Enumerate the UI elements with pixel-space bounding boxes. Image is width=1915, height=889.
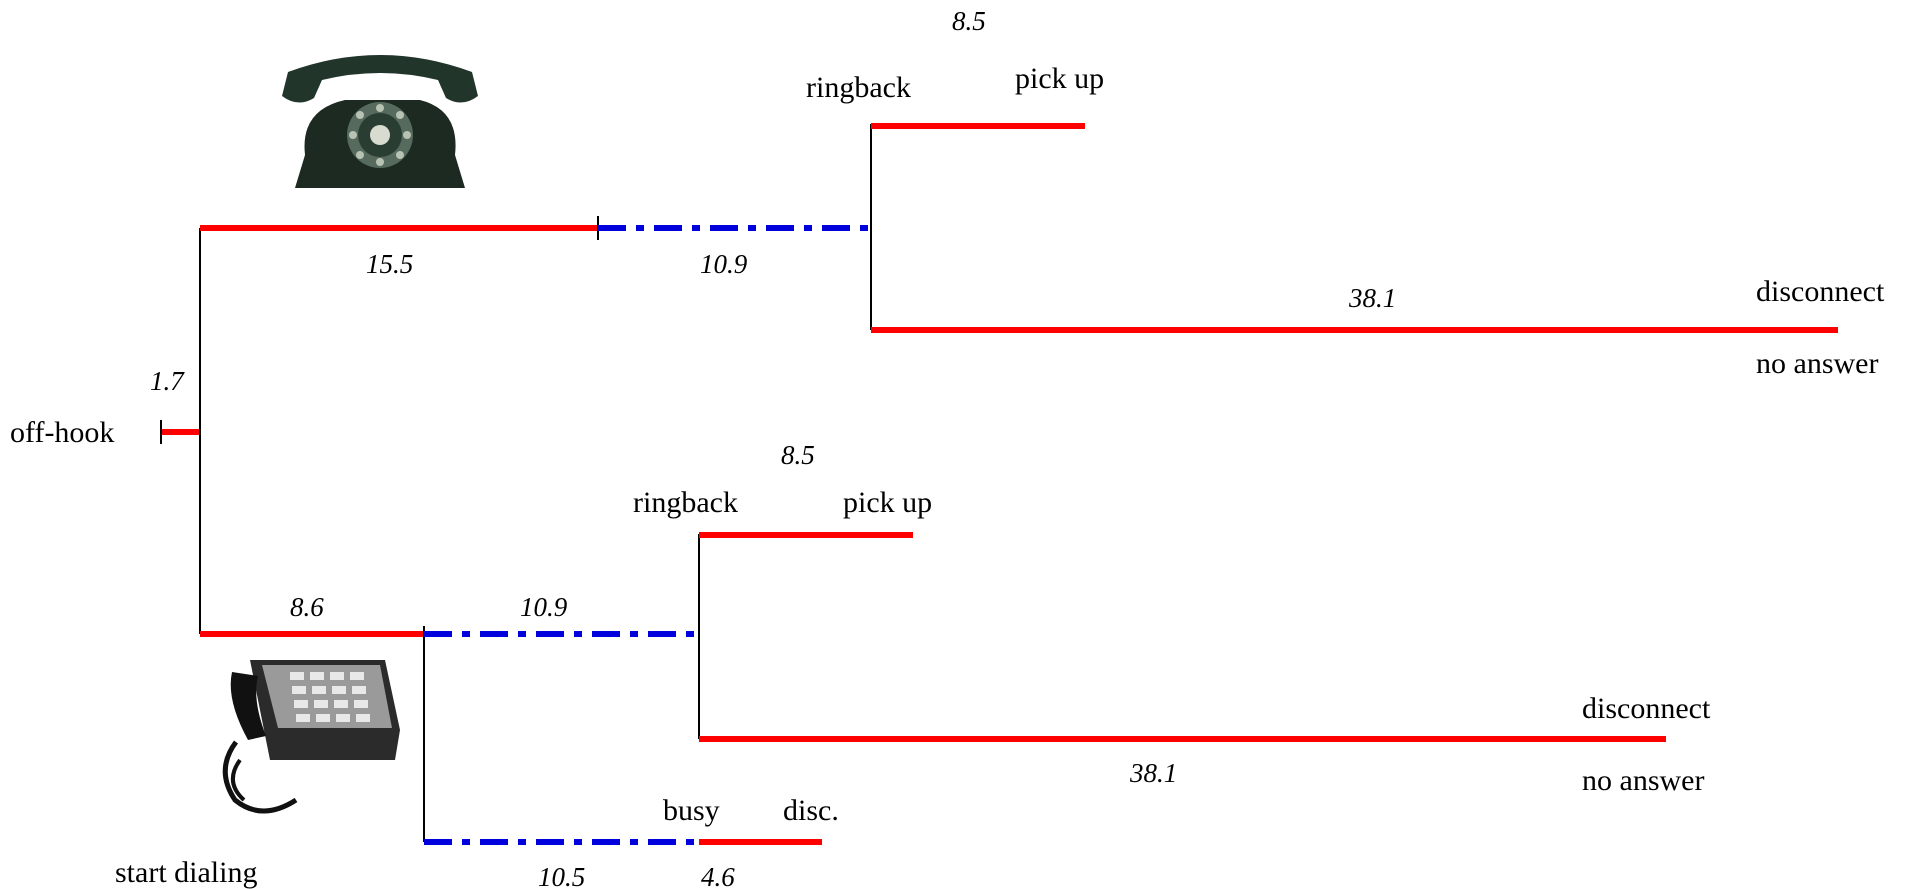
busy-label: busy	[663, 794, 720, 827]
bottom-noanswer-label: no answer	[1582, 764, 1704, 797]
top-dialing-duration: 15.5	[366, 249, 413, 279]
top-ringback-label: ringback	[806, 71, 911, 104]
bottom-wait-duration: 10.9	[520, 592, 568, 622]
top-pickup-label: pick up	[1015, 62, 1104, 95]
top-disconnect-label: disconnect	[1756, 275, 1885, 308]
bottom-disconnect-label: disconnect	[1582, 692, 1711, 725]
busy-duration: 4.6	[701, 862, 735, 889]
bottom-ringback-label: ringback	[633, 486, 738, 519]
bottom-pickup-duration: 8.5	[781, 440, 815, 470]
off-hook-label: off-hook	[10, 416, 114, 449]
top-wait-duration: 10.9	[700, 249, 748, 279]
bottom-pickup-label: pick up	[843, 486, 932, 519]
bottom-dialing-duration: 8.6	[290, 592, 324, 622]
bottom-noanswer-duration: 38.1	[1129, 758, 1177, 788]
busy-disconnect-label: disc.	[783, 794, 839, 827]
start-dialing-label: start dialing	[115, 856, 257, 889]
off-hook-duration: 1.7	[150, 366, 185, 396]
desk-telephone-icon	[222, 660, 400, 814]
top-noanswer-label: no answer	[1756, 347, 1878, 380]
rotary-telephone-icon	[282, 55, 478, 188]
top-noanswer-duration: 38.1	[1348, 283, 1396, 313]
top-pickup-duration: 8.5	[952, 6, 986, 36]
busy-wait-duration: 10.5	[538, 862, 585, 889]
